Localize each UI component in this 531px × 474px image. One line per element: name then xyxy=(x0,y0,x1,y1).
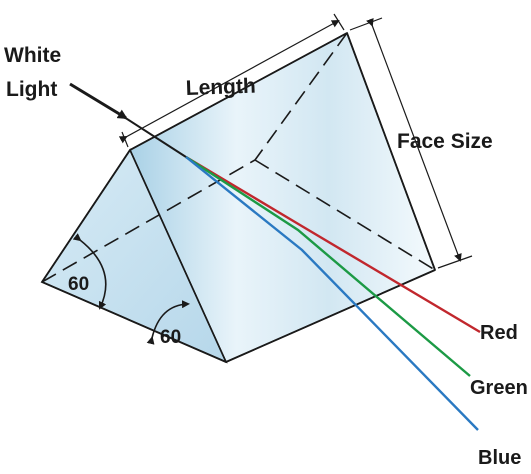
prism-inner-edge xyxy=(129,149,227,363)
white-light-label-line1: White xyxy=(4,44,61,67)
hidden-edge-base xyxy=(41,159,256,283)
red-ray xyxy=(185,155,481,334)
green-ray xyxy=(185,155,471,377)
length-dimension-line xyxy=(118,20,340,144)
white-light-ray xyxy=(123,116,187,158)
angle-left-label: 60 xyxy=(68,274,89,295)
angle-arc-left xyxy=(72,233,107,310)
angle-arc-bottom xyxy=(146,300,190,345)
white-light-label-line2: Light xyxy=(6,78,57,101)
dispersed-rays xyxy=(185,155,481,431)
face-size-dimension-line xyxy=(366,17,462,262)
red-label: Red xyxy=(480,322,518,344)
length-label: Length xyxy=(185,75,256,100)
face-size-ext-top xyxy=(349,17,383,31)
angle-bottom-label: 60 xyxy=(160,327,181,348)
blue-label: Blue xyxy=(478,447,521,469)
blue-ray xyxy=(185,156,479,431)
face-size-ext-bottom xyxy=(437,255,473,269)
green-label: Green xyxy=(470,377,528,399)
face-size-label: Face Size xyxy=(397,130,493,153)
white-light-arrow xyxy=(69,82,128,120)
length-ext-left xyxy=(121,131,129,148)
